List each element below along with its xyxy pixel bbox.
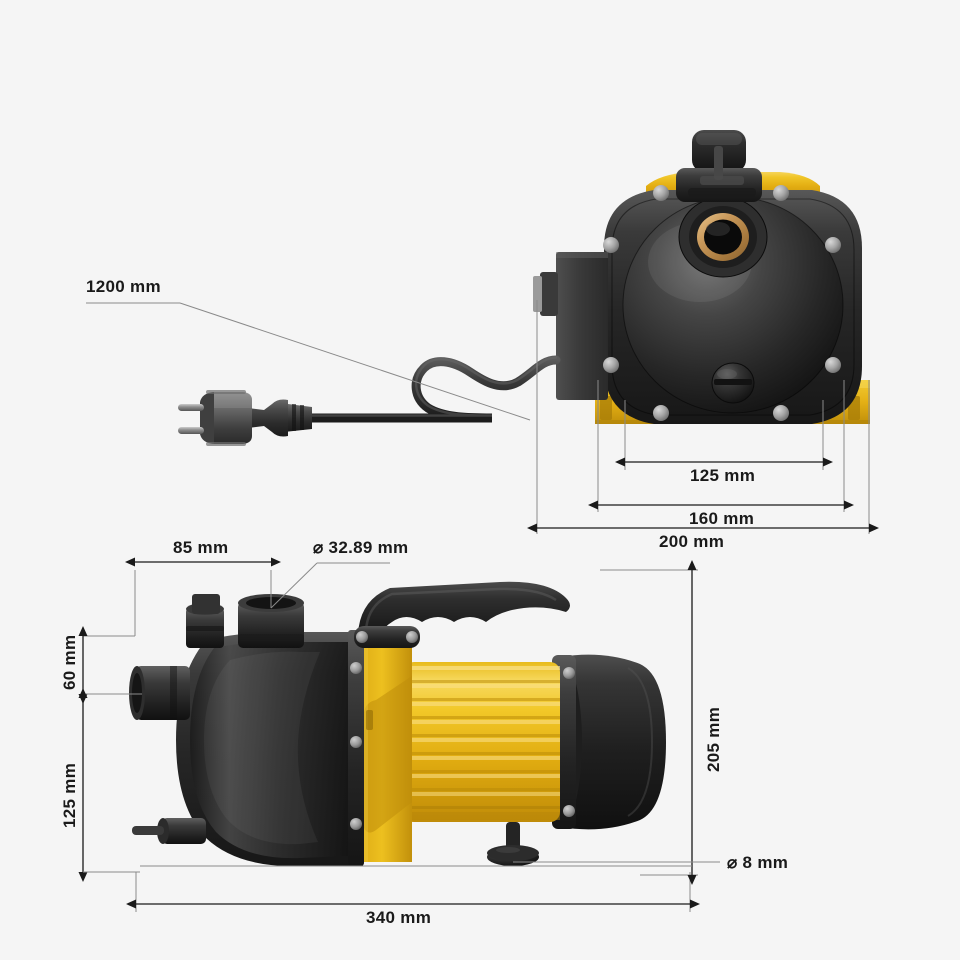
side-view-yellow-bracket xyxy=(352,630,412,862)
dim-label-side-length: 340 mm xyxy=(366,908,432,927)
dim-label-side-foot-diameter: ⌀ 8 mm xyxy=(727,853,789,872)
plug-pin-top xyxy=(178,404,204,411)
side-view-foot xyxy=(487,822,539,866)
side-view-dimension-lines xyxy=(78,557,720,912)
power-cable-illustration xyxy=(178,355,561,446)
side-view-motor-housing xyxy=(404,662,560,822)
side-view-pump-body xyxy=(176,630,364,867)
dim-label-side-port-diameter: ⌀ 32.89 mm xyxy=(313,538,409,557)
front-view-junction-box xyxy=(533,252,608,400)
front-view-bolts xyxy=(603,185,841,421)
dim-label-front-width-inner: 125 mm xyxy=(690,466,756,485)
schuko-plug xyxy=(178,390,312,446)
side-view-suction-port xyxy=(129,666,190,720)
side-view-handle xyxy=(354,581,570,648)
front-view-dimension-lines xyxy=(527,300,879,534)
side-view-discharge-port xyxy=(238,594,304,648)
dim-label-side-port-offset: 85 mm xyxy=(173,538,229,557)
dim-label-side-height-upper: 60 mm xyxy=(60,634,79,690)
front-view-handle-stub xyxy=(676,130,762,202)
dim-label-front-width-mid: 160 mm xyxy=(689,509,755,528)
front-view-drain-cap xyxy=(711,362,755,404)
cable-dimension-leader xyxy=(86,302,531,421)
side-view-illustration xyxy=(129,581,666,867)
plug-pin-bottom xyxy=(178,427,204,434)
dim-label-front-width-outer: 200 mm xyxy=(659,532,725,551)
side-view-drain-nozzle xyxy=(132,818,206,844)
dim-label-cable-length: 1200 mm xyxy=(86,277,161,296)
dim-label-side-height-total: 205 mm xyxy=(704,706,723,772)
front-view-illustration xyxy=(533,130,870,424)
dim-label-side-height-lower: 125 mm xyxy=(60,762,79,828)
side-view-filler-cap xyxy=(186,594,224,648)
power-cable xyxy=(305,355,561,423)
front-view-dome xyxy=(623,197,843,413)
